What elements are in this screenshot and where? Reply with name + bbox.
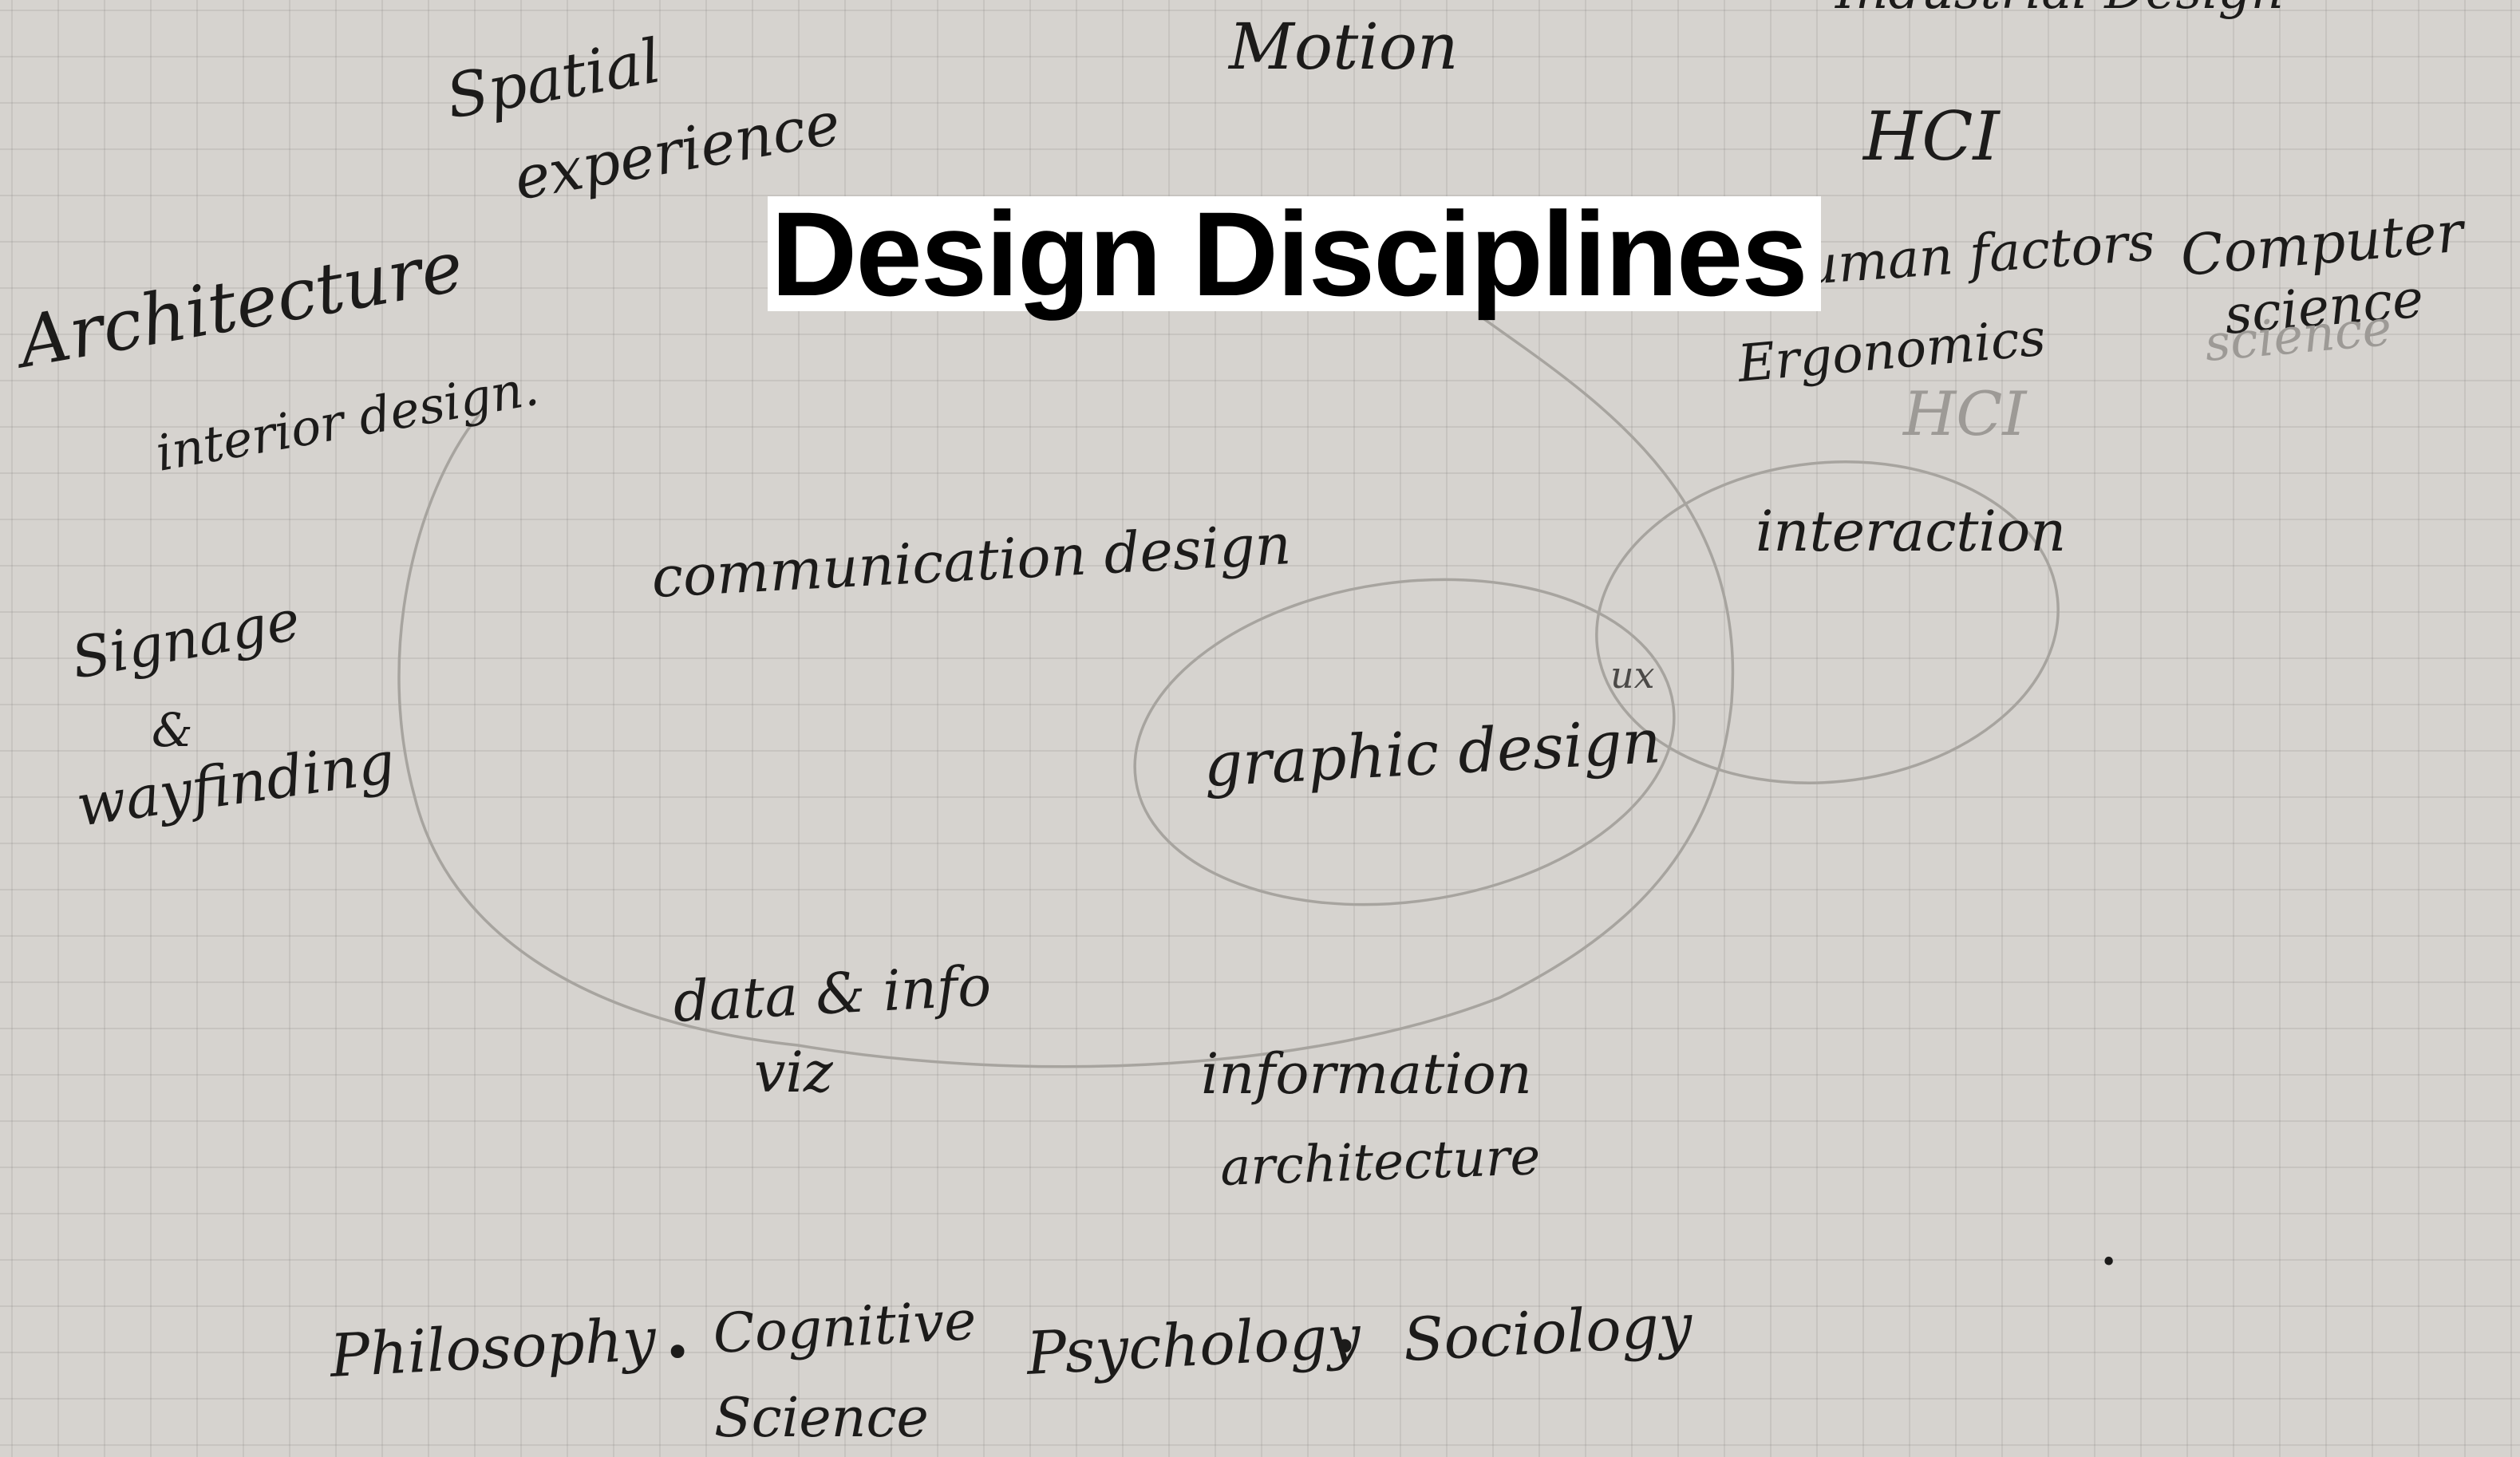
spatial-label: Spatial — [441, 25, 666, 132]
motion-label: Motion — [1227, 10, 1459, 84]
interaction-label: interaction — [1756, 499, 2066, 564]
ux-label: ux — [1610, 653, 1655, 697]
philosophy-label: Philosophy — [326, 1305, 658, 1391]
separator-2: • — [1331, 1320, 1358, 1374]
hci-top-label: HCI — [1862, 97, 2001, 176]
industrial-design-label: Industrial Design — [1835, 0, 2284, 21]
interaction-ellipse — [1595, 460, 2060, 784]
architecture-label: Architecture — [7, 225, 469, 385]
page-title: Design Disciplines — [771, 187, 1808, 321]
signage-label: Signage — [67, 587, 305, 692]
viz-label: viz — [754, 1040, 834, 1105]
interior-design-label: interior design. — [152, 358, 543, 483]
cognitive-label: Cognitive — [712, 1289, 978, 1366]
science-bottom-label: Science — [714, 1387, 929, 1450]
graphic-design-ellipse — [1133, 578, 1676, 906]
information-label: information — [1201, 1041, 1532, 1107]
wayfinding-label: wayfinding — [73, 728, 399, 839]
architecture-ia-label: architecture — [1219, 1127, 1541, 1198]
separator-3: • — [2100, 1246, 2117, 1279]
graphic-design-label: graphic design — [1202, 705, 1662, 800]
data-info-label: data & info — [672, 953, 993, 1035]
hci-faint-label: HCI — [1902, 378, 2028, 449]
psychology-label: Psychology — [1023, 1302, 1363, 1388]
ampersand-label: & — [152, 703, 193, 757]
separator-1: • — [664, 1325, 691, 1380]
sociology-label: Sociology — [1401, 1291, 1695, 1375]
computer-label: Computer — [2178, 199, 2468, 289]
communication-design-circle — [397, 318, 1735, 1068]
title-background — [768, 196, 1821, 311]
communication-design-label: communication design — [650, 511, 1293, 610]
